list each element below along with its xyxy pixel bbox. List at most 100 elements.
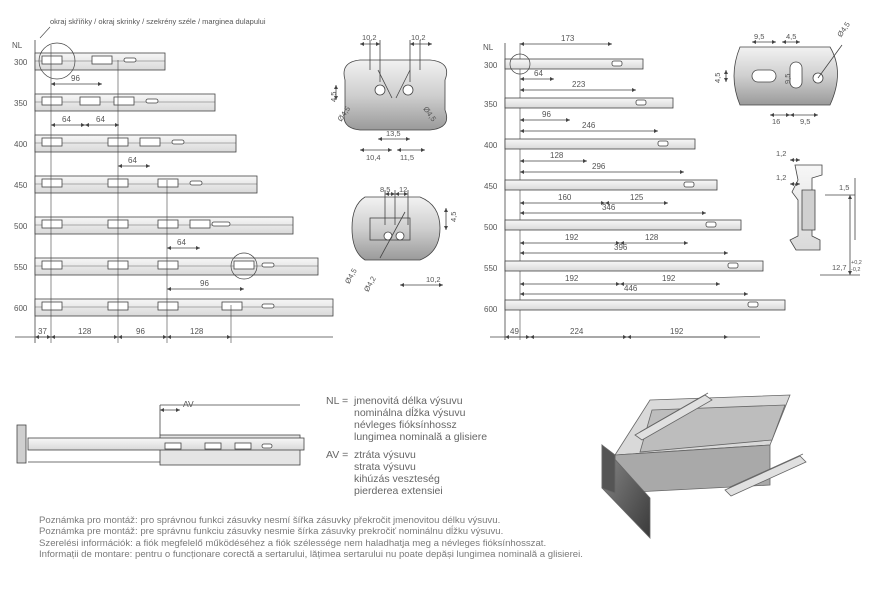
profile-tol-minus: -0,2 [851, 267, 860, 273]
left-runner-300 [34, 42, 166, 80]
front-plate-detail [724, 40, 843, 117]
right-nl-550: 550 [484, 264, 498, 273]
left-nl-400: 400 [14, 140, 28, 149]
plate-dim-g: 9,5 [800, 117, 810, 126]
assembly-notes: Poznámka pro montáž: pro správnou funkci… [39, 515, 583, 561]
clip-top-dim-f: 11,5 [400, 153, 414, 162]
dim-64-b: 64 [96, 115, 105, 124]
legend-av-key: AV = [326, 449, 349, 461]
left-runner-350 [34, 93, 216, 112]
left-nl-500: 500 [14, 222, 28, 231]
right-nl-500: 500 [484, 223, 498, 232]
right-runner-300 [504, 53, 644, 75]
av-label: AV [183, 399, 194, 409]
note-line: Szerelési információk: a fiók megfelelő … [39, 537, 547, 549]
plate-dim-a: 9,5 [754, 32, 764, 41]
plate-dim-f: 16 [772, 117, 780, 126]
right-runner-labels: 300 350 400 450 500 550 600 173 223 246 … [484, 34, 684, 336]
clip-bottom-dim-d: 10,2 [426, 275, 441, 284]
nl-label-right: NL [483, 43, 494, 52]
right-runner-550 [504, 260, 764, 272]
left-runner-500 [34, 216, 294, 235]
clip-bottom-dim-f: Ø4,2 [362, 275, 378, 294]
note-line: Informații de montare: pentru o funcțion… [39, 549, 583, 561]
right-nl-450: 450 [484, 182, 498, 191]
plate-dim-c: Ø4,5 [835, 20, 852, 38]
legend-nl: NL = jmenovitá délka výsuvu nominálna dĺ… [326, 395, 487, 443]
plate-dim-b: 4,5 [786, 32, 796, 41]
plate-dim-d: 4,5 [713, 73, 722, 83]
right-dim-49: 49 [510, 327, 519, 336]
left-runner-600 [34, 298, 334, 317]
legend-av-line: ztráta výsuvu [354, 449, 416, 461]
hole-550-b: 192 [662, 274, 676, 283]
hole-500-a: 192 [565, 233, 579, 242]
clip-top-dim-d: 13,5 [386, 129, 401, 138]
av-detail [16, 404, 305, 466]
cabinet-edge-label: okraj skříňky / okraj skrinky / szekrény… [50, 17, 266, 26]
right-runner-450 [504, 179, 718, 191]
len-500: 346 [602, 203, 616, 212]
dim-37: 37 [38, 327, 47, 336]
left-nl-550: 550 [14, 263, 28, 272]
clip-detail-top [334, 40, 448, 152]
clip-top-dim-b: 10,2 [411, 33, 426, 42]
clip-detail-bottom [351, 190, 448, 287]
len-300: 173 [561, 34, 575, 43]
clip-bottom-dim-b: 12 [399, 185, 407, 194]
left-nl-300: 300 [14, 58, 28, 67]
right-nl-600: 600 [484, 305, 498, 314]
left-nl-350: 350 [14, 99, 28, 108]
hole-400: 128 [550, 151, 564, 160]
right-runner-500 [504, 219, 742, 231]
profile-dim-a: 1,2 [776, 149, 786, 158]
legend-av-line: strata výsuvu [354, 461, 416, 473]
right-dim-224: 224 [570, 327, 584, 336]
clip-bottom-dim-a: 8,5 [380, 185, 390, 194]
left-runner-550 [34, 252, 319, 280]
len-600: 446 [624, 284, 638, 293]
profile-dim-d: 12,7 [832, 263, 847, 272]
left-nl-450: 450 [14, 181, 28, 190]
right-runner-350 [504, 97, 674, 109]
hole-500-b: 128 [645, 233, 659, 242]
clip-top-dim-c: 4,5 [329, 92, 338, 102]
left-runner-labels: 300 350 400 450 500 550 600 96 64 64 64 … [14, 58, 209, 336]
nl-label-left: NL [12, 41, 23, 50]
legend-nl-line: lungimea nominală a glisiere [354, 431, 488, 443]
dim-96-b: 96 [136, 327, 145, 336]
legend-nl-line: jmenovitá délka výsuvu [354, 395, 463, 407]
clip-top-dim-a: 10,2 [362, 33, 377, 42]
legend-nl-line: nominálna dĺžka výsuvu [354, 407, 466, 419]
dim-64-500: 64 [177, 238, 186, 247]
profile-tol-plus: +0,2 [851, 260, 862, 266]
dim-64-a: 64 [62, 115, 71, 124]
legend-nl-line: névleges fióksínhossz [354, 419, 457, 431]
note-line: Poznámka pre montáž: pre správnu funkciu… [39, 526, 504, 538]
profile-detail [789, 158, 860, 276]
left-runner-450 [34, 175, 258, 194]
right-nl-300: 300 [484, 61, 498, 70]
right-runner-600 [504, 299, 786, 311]
len-400: 246 [582, 121, 596, 130]
len-550: 396 [614, 243, 628, 252]
note-line: Poznámka pro montáž: pro správnou funkci… [39, 515, 501, 526]
dim-96-top: 96 [71, 74, 80, 83]
drawer-illustration [601, 392, 807, 539]
len-450: 296 [592, 162, 606, 171]
profile-dim-c: 1,5 [839, 183, 849, 192]
legend-av: AV = ztráta výsuvu strata výsuvu kihúzás… [326, 449, 487, 497]
right-dim-192: 192 [670, 327, 684, 336]
dim-64-400: 64 [128, 156, 137, 165]
dim-128-a: 128 [78, 327, 92, 336]
dim-96-550: 96 [200, 279, 209, 288]
hole-350: 96 [542, 110, 551, 119]
clip-bottom-dim-c: 4,5 [449, 212, 458, 222]
clip-top-dim-e: 10,4 [366, 153, 381, 162]
len-350: 223 [572, 80, 586, 89]
legend-av-line: pierderea extensiei [354, 485, 443, 497]
clip-bottom-dim-e: Ø4,5 [343, 267, 359, 286]
dim-128-b: 128 [190, 327, 204, 336]
legend-nl-key: NL = [326, 395, 349, 407]
